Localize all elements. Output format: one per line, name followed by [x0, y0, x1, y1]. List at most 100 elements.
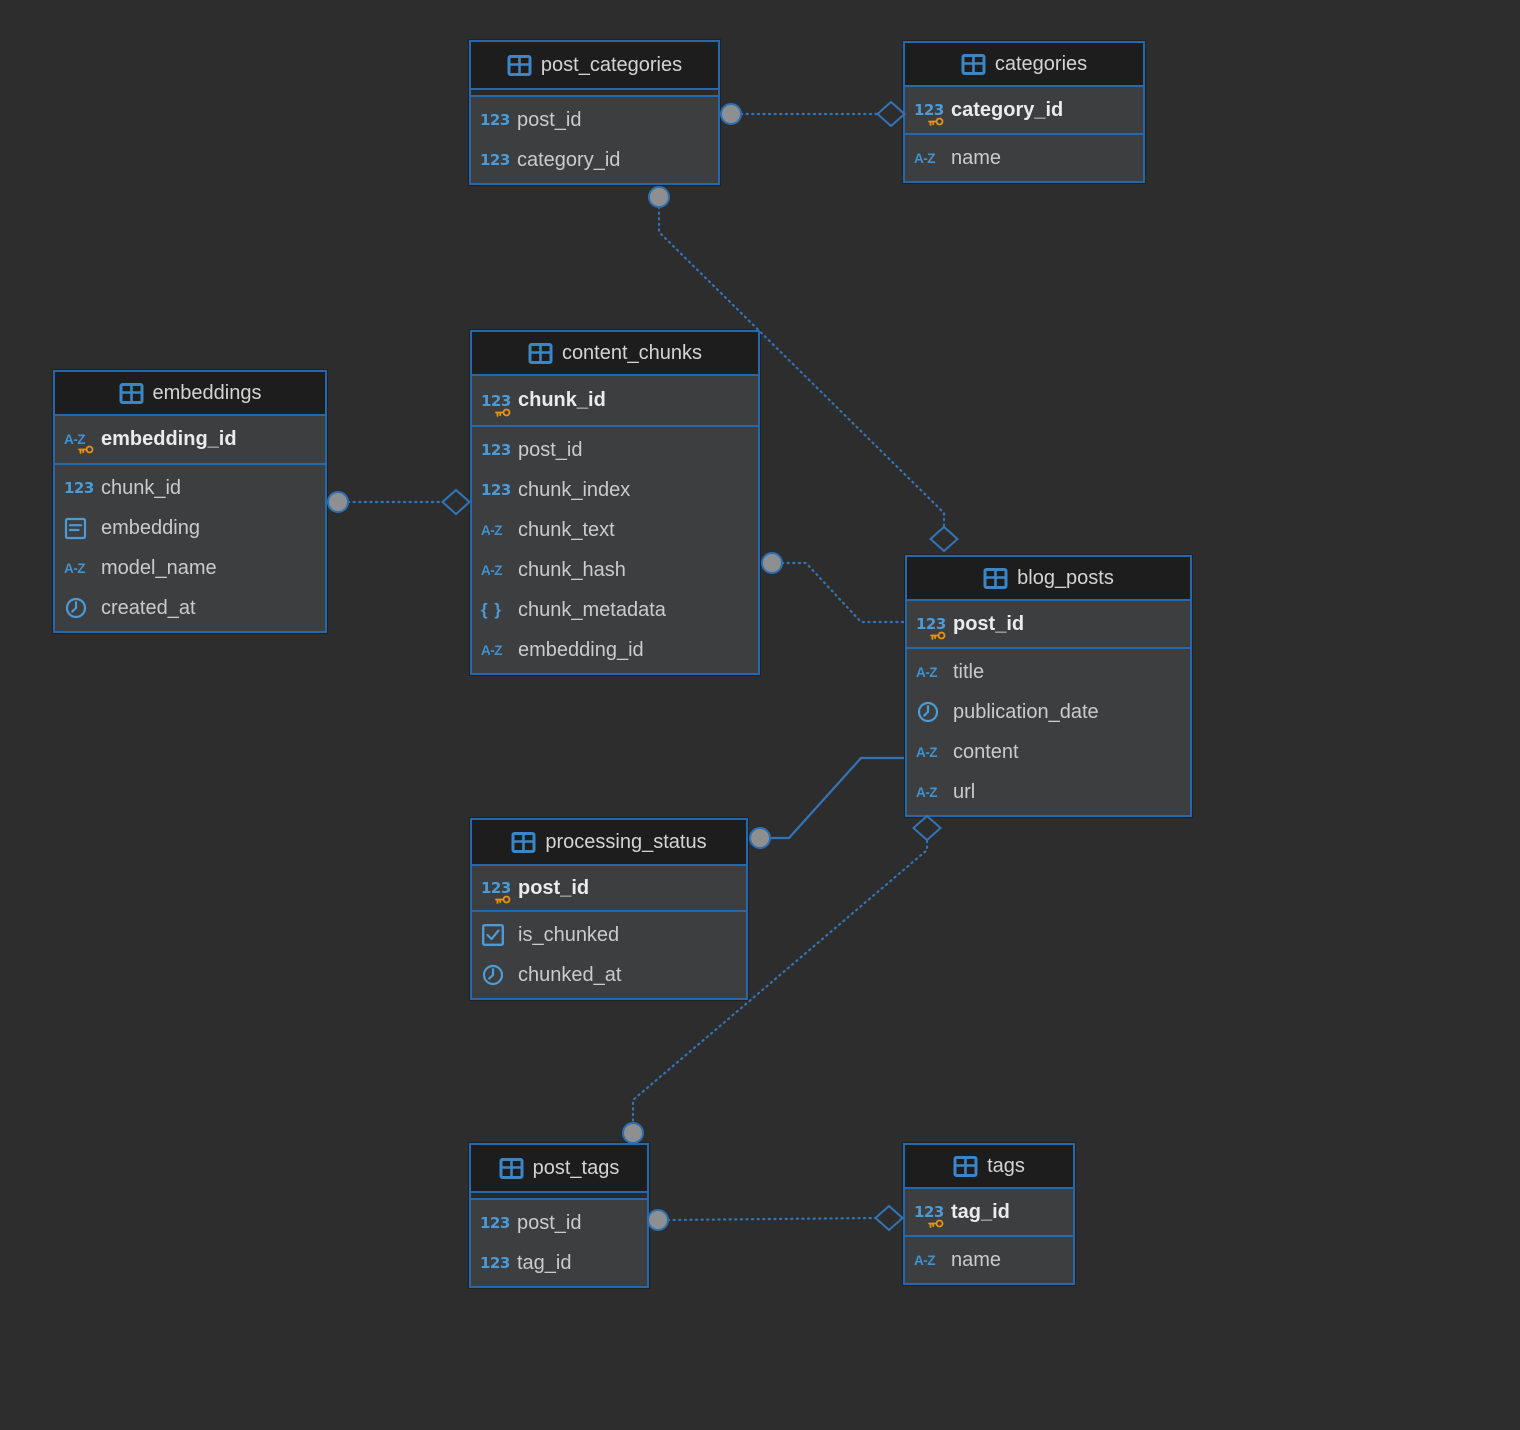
table-icon: [528, 342, 553, 365]
connector-circle[interactable]: [648, 186, 670, 208]
column-name: chunked_at: [518, 963, 622, 986]
int-type-icon: 123: [480, 111, 510, 129]
text-type-icon: A-Z: [916, 784, 938, 800]
relationship-line[interactable]: [631, 839, 929, 1124]
table-icon: [511, 831, 536, 854]
column-row-embeddings-created_at[interactable]: created_at: [55, 588, 325, 628]
connector-diamond[interactable]: [875, 100, 907, 128]
int-type-icon: 123: [481, 392, 518, 417]
table-header-embeddings[interactable]: embeddings: [55, 372, 325, 416]
int-type-icon: 123: [914, 101, 951, 126]
column-row-content_chunks-chunk_metadata[interactable]: { }chunk_metadata: [472, 590, 758, 630]
relationship-line[interactable]: [770, 756, 904, 840]
int-type-icon: 123: [480, 1254, 510, 1272]
text-type-icon: A-Z: [481, 522, 503, 538]
table-header-blog_posts[interactable]: blog_posts: [907, 557, 1190, 601]
connector-diamond[interactable]: [440, 488, 472, 516]
table-header-post_categories[interactable]: post_categories: [471, 42, 718, 90]
bool-type-icon: [481, 923, 518, 947]
table-header-categories[interactable]: categories: [905, 43, 1143, 87]
connector-circle[interactable]: [622, 1122, 644, 1144]
column-row-processing_status-chunked_at[interactable]: chunked_at: [472, 955, 746, 995]
primary-key-icon: [927, 116, 944, 127]
connector-diamond[interactable]: [873, 1204, 905, 1232]
column-name: publication_date: [953, 700, 1099, 723]
relationship-line[interactable]: [780, 561, 906, 624]
table-icon: [499, 1157, 524, 1180]
column-name: url: [953, 780, 976, 803]
connector-circle[interactable]: [749, 827, 771, 849]
relationship-content_chunks-blog_posts[interactable]: [761, 552, 906, 624]
column-name: embedding_id: [518, 638, 644, 661]
relationship-post_tags-tags[interactable]: [647, 1204, 905, 1232]
table-icon: [983, 567, 1008, 590]
column-row-blog_posts-url[interactable]: A-Z url: [907, 772, 1190, 812]
relationship-post_categories-categories[interactable]: [720, 100, 907, 128]
column-row-embeddings-embedding[interactable]: embedding: [55, 508, 325, 548]
empty-key-section: [471, 90, 718, 97]
column-row-processing_status-is_chunked[interactable]: is_chunked: [472, 915, 746, 955]
relationship-line[interactable]: [666, 1216, 878, 1222]
table-header-post_tags[interactable]: post_tags: [471, 1145, 647, 1193]
column-name: name: [951, 1248, 1002, 1271]
relationship-processing_status-blog_posts[interactable]: [749, 756, 904, 849]
table-header-content_chunks[interactable]: content_chunks: [472, 332, 758, 376]
relationship-line[interactable]: [657, 205, 946, 528]
datetime-type-icon: [481, 963, 518, 987]
column-name: name: [951, 146, 1002, 169]
column-name: post_id: [953, 612, 1025, 635]
connector-circle[interactable]: [761, 552, 783, 574]
table-icon: [119, 382, 144, 405]
connector-circle[interactable]: [647, 1209, 669, 1231]
column-name: post_id: [518, 438, 583, 461]
connector-diamond[interactable]: [928, 525, 960, 553]
table-header-processing_status[interactable]: processing_status: [472, 820, 746, 866]
column-name: is_chunked: [518, 923, 620, 946]
table-header-tags[interactable]: tags: [905, 1145, 1073, 1189]
int-type-icon: 123: [64, 479, 94, 497]
column-name: embedding_id: [101, 428, 237, 450]
connector-circle[interactable]: [327, 491, 349, 513]
connector-circle[interactable]: [720, 103, 742, 125]
blob-type-icon: [64, 517, 101, 540]
table-icon: [961, 53, 986, 76]
int-type-icon: 123: [480, 151, 510, 169]
table-title: blog_posts: [1017, 566, 1114, 589]
connector-diamond[interactable]: [911, 814, 943, 842]
relationship-embeddings-content_chunks[interactable]: [327, 488, 472, 516]
column-row-blog_posts-publication_date[interactable]: publication_date: [907, 692, 1190, 732]
